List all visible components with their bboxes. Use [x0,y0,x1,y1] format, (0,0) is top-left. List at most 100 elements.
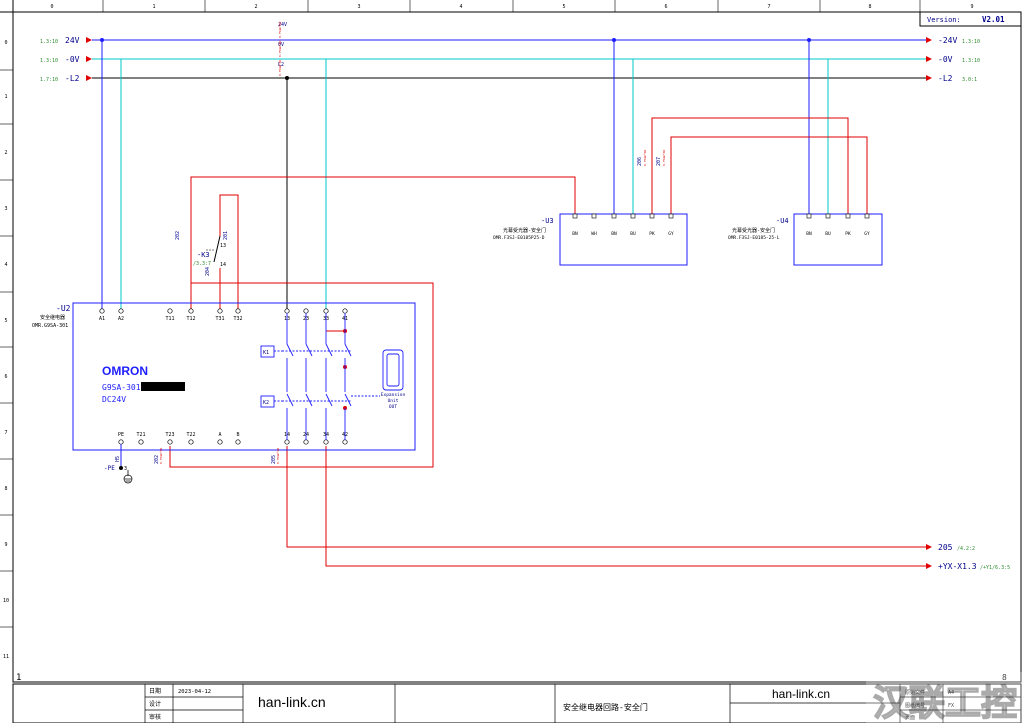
tb-label-2: 图纸编号 [905,702,925,709]
u4-part: OMR.F3SJ-E0185-25-L [728,235,780,241]
site-name: han-link.cn [258,694,326,710]
version-value: V2.01 [982,15,1005,24]
u3-pin: BN [611,231,617,237]
rail-0v-name-out: -0V [938,55,953,64]
site-name-2: han-link.cn [772,687,830,701]
u2-top-terminal: T32 [233,316,242,322]
date-label: 日期 [149,687,161,695]
wire-205-spec: 0.75mm²RD [276,448,280,464]
rail-24v-ref-out: 1.3:10 [962,39,980,45]
pe-terminal: 3 [124,466,127,472]
drawing-title: 安全继电器回路-安全门 [563,702,648,712]
u2-bottom-terminal: T23 [165,432,174,438]
u2-bottom-terminal: PE [118,432,124,438]
rail-24v-spec: 0.75mm²BU [278,22,282,38]
rail-0v-name: -0V [65,55,80,64]
u2-top-terminal: T11 [165,316,174,322]
rail-0v-ref-in: 1.3:10 [40,58,58,64]
rail-0v-ref-out: 1.3:10 [962,58,980,64]
u3-pin: BN [572,231,578,237]
expansion-label-2: Unit [388,398,399,404]
row-5: 5 [4,318,7,324]
output-labels: 205 /4.2:2 +YX-X1.3 /+Y1/6.3:5 [938,543,1010,571]
version-label: Version: [927,16,961,24]
expansion-label-1: Expansion [381,392,406,398]
u4-pin: BU [825,231,831,237]
wire-202: 202 [154,455,160,464]
column-labels: 0 1 2 3 4 5 6 7 8 9 [50,4,973,10]
k2-coil-label: K2 [263,400,269,406]
k1-coil-label: K1 [263,350,269,356]
pe-wire: H5 [115,456,121,462]
u3-pin: BU [630,231,636,237]
col-5: 5 [562,4,565,10]
rail-0v: 1.3:10 -0V -0V 1.3:10 [40,55,980,64]
rail-l2-spec: 0.75mm²BK [278,60,282,76]
row-4: 4 [4,262,7,268]
u2-top-terminal: T31 [215,316,224,322]
u3-pin: GY [668,231,674,237]
row-1: 1 [4,94,7,100]
rail-24v: 1.3:10 24V -24V 1.3:10 [40,36,980,45]
rail-l2-ref-in: 1.7:10 [40,77,58,83]
watermark-text: 汉联工控 [873,683,1017,723]
ground-icon [123,474,133,484]
tb-label-3: 页面 [905,715,915,721]
red-junctions [343,329,932,569]
col-2: 2 [254,4,257,10]
k3-wire-204: 204 [205,267,211,276]
u3-desc: 光幕受光器-安全门 [503,227,546,234]
rail-0v-wire: 0V [278,42,284,48]
u3-light-curtain: -U3 光幕受光器-安全门 OMR.F3SJ-E0185P25-D BN WH … [493,150,688,266]
title-block: 日期 2023-04-12 设计 审核 han-link.cn 安全继电器回路-… [12,683,1022,723]
expansion-label-3: OUT [389,404,397,410]
output-205-name: 205 [938,543,953,552]
u3-wire-206-spec: 0.75mm²RD [643,150,647,166]
col-4: 4 [459,4,462,10]
watermark: 汉联工控 [866,672,1024,723]
u2-bottom-terminals: PE T21 T23 T22 A B 14 24 34 42 [118,432,348,445]
u2-model: G9SA-301 [102,383,141,392]
tb-value-2: FX [948,703,954,709]
column-dividers [102,0,921,12]
u2-logo: OMRON [102,364,148,378]
u2-top-terminals: A1 A2 T11 T12 T31 T32 13 23 33 41 [99,308,348,322]
u2-top-terminal: A1 [99,316,105,322]
col-8: 8 [868,4,871,10]
page-number: 1 [16,673,21,683]
u3-tag: -U3 [541,217,554,225]
col-0: 0 [50,4,53,10]
pe-ground: -PE 3 H5 [104,444,133,484]
col-6: 6 [664,4,667,10]
u4-pin: GY [864,231,870,237]
u4-pin: BN [806,231,812,237]
k3-terminal-13: 13 [220,243,226,249]
design-label: 设计 [149,700,161,708]
row-9: 9 [4,542,7,548]
u2-tag: -U2 [56,304,71,313]
row-labels: 0 1 2 3 4 5 6 7 8 9 10 11 [3,40,9,660]
u2-top-terminal: A2 [118,316,124,322]
u3-wire-207-spec: 0.75mm²RD [662,150,666,166]
rail-24v-ref-in: 1.3:10 [40,39,58,45]
red-wires [169,117,926,567]
rail-l2: 1.7:10 -L2 -L2 3.0:1 [40,74,977,83]
output-205-ref: /4.2:2 [957,546,975,552]
k3-wire-201: 201 [223,231,229,240]
u2-desc: 安全继电器 [40,314,65,321]
rail-24v-name-out: -24V [938,36,957,45]
version-box: Version: V2.01 [919,11,1022,27]
k3-tag: -K3 [197,251,210,259]
row-0: 0 [4,40,7,46]
pe-tag: -PE [104,465,115,472]
k3-terminal-14: 14 [220,262,226,268]
rail-0v-spec: 0.75mm²BU [278,41,282,57]
check-label: 审核 [149,713,161,721]
u3-wire-207: 207 [656,157,662,166]
u2-bottom-terminal: T22 [186,432,195,438]
wire-202-spec: 0.75mm²RD [159,448,163,464]
rail-l2-ref-out: 3.0:1 [962,77,977,83]
u2-bottom-terminal: T21 [136,432,145,438]
u4-light-curtain: -U4 光幕受光器-安全门 OMR.F3SJ-E0185-25-L BN BU … [728,213,883,266]
tb-value-1: A4 [948,690,954,696]
